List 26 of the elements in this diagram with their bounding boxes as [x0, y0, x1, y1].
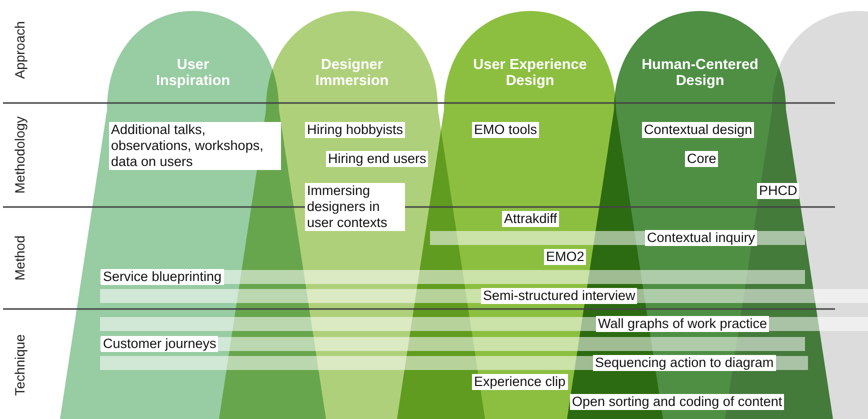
row-heading: Methodology — [12, 116, 28, 194]
methodology-label: Hiring hobbyists — [305, 122, 406, 138]
methodology-label: Additional talks, observations, workshops, data on users — [109, 122, 281, 170]
technique-label: Experience clip — [472, 374, 568, 390]
method-label: EMO2 — [544, 249, 586, 265]
row-heading: Approach — [12, 21, 28, 79]
method-label: Attrakdiff — [502, 211, 560, 227]
method-label: Semi-structured interview — [481, 288, 638, 304]
method-label: Service blueprinting — [101, 269, 224, 285]
methodology-label: EMO tools — [472, 122, 540, 138]
row-heading: Method — [12, 235, 28, 281]
methodology-label: Hiring end users — [326, 151, 428, 167]
methodology-label: Core — [685, 151, 718, 167]
approach-title: User Inspiration — [154, 57, 232, 89]
approach-title: Human-Centered Design — [640, 57, 760, 89]
methodology-label: Immersing designers in user contexts — [305, 183, 405, 231]
row-heading: Technique — [12, 334, 28, 396]
technique-label: Customer journeys — [101, 336, 218, 352]
approach-title: Designer Immersion — [314, 57, 390, 89]
method-label: Contextual inquiry — [645, 230, 758, 246]
methodology-label: Contextual design — [642, 122, 754, 138]
methodology-label: PHCD — [757, 183, 800, 199]
technique-label: Sequencing action to diagram — [593, 355, 776, 371]
technique-label: Open sorting and coding of content — [570, 394, 784, 410]
technique-label: Wall graphs of work practice — [596, 316, 770, 332]
approach-title: User Experience Design — [472, 57, 588, 89]
